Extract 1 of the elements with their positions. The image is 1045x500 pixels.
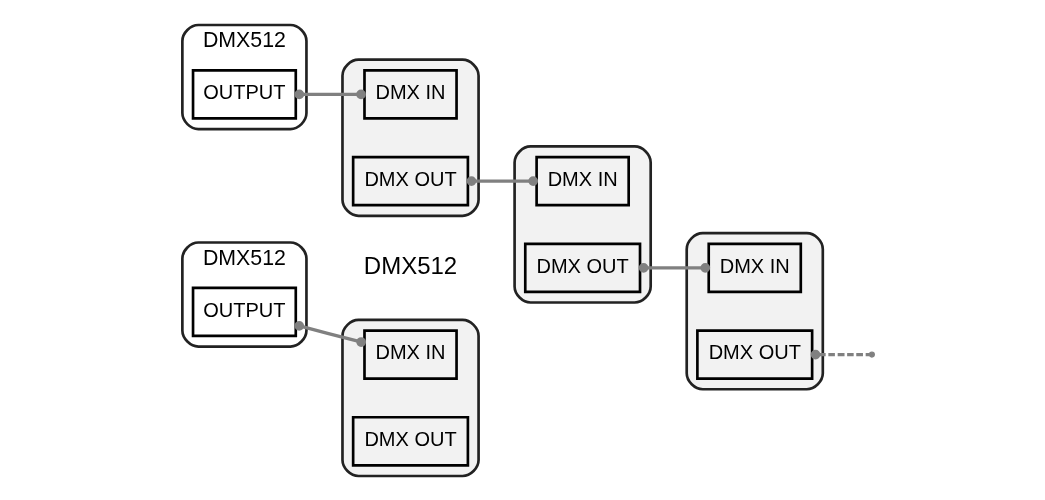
node-label: DMX512 <box>363 251 457 279</box>
